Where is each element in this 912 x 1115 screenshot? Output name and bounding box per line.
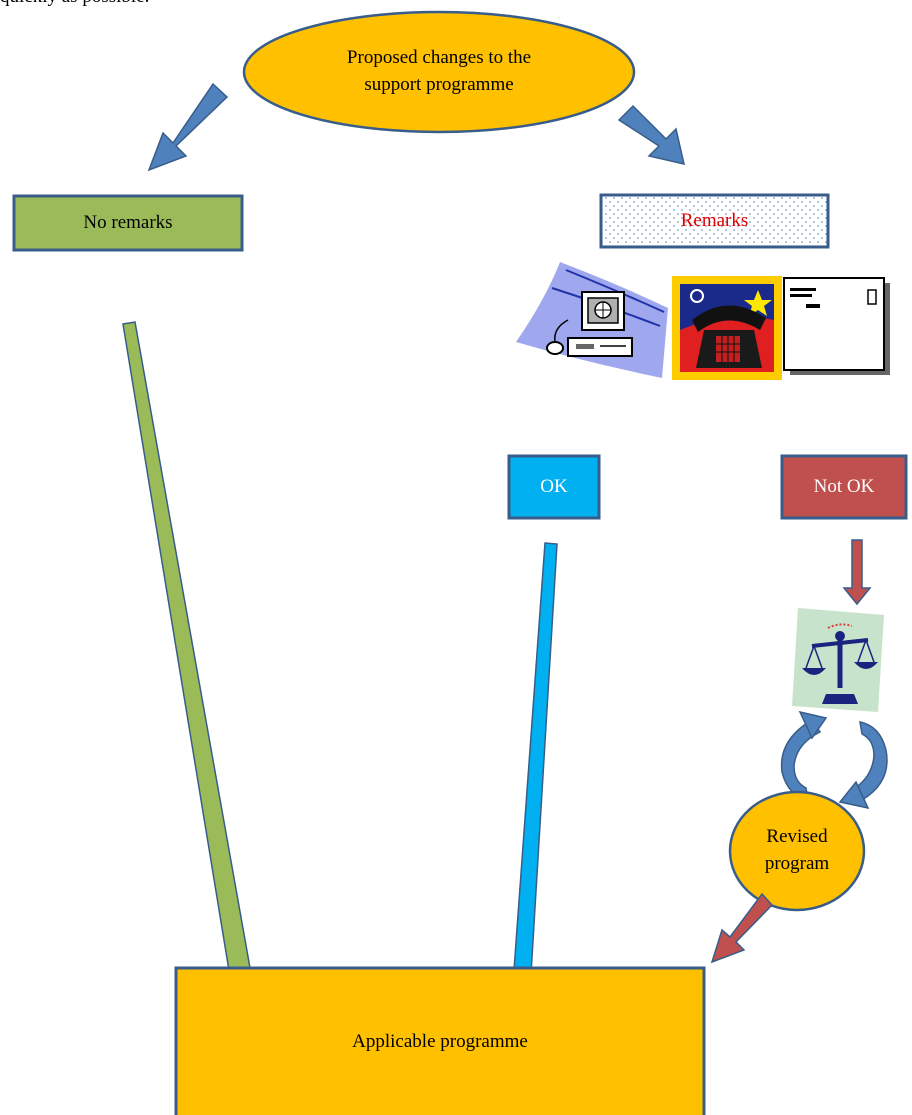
ok-box [507, 454, 601, 520]
proposed-changes-label: Proposed changes to the support programm… [244, 44, 634, 98]
ok-label: OK [540, 476, 568, 497]
arrow-to-no-remarks [147, 82, 229, 172]
computer-icon [516, 262, 668, 378]
scales-icon [792, 608, 884, 712]
not-ok-label: Not OK [813, 476, 875, 497]
cycle-arrows-icon [780, 710, 888, 810]
telephone-icon [672, 276, 782, 380]
top-partial-text: quickly as possible. [0, 0, 149, 8]
revised-program-line2: program [764, 853, 830, 874]
revised-program-line1: Revised [766, 826, 828, 847]
no-remarks-box [12, 194, 244, 252]
arrow-revised-to-applicable [710, 892, 774, 964]
not-ok-box [780, 454, 908, 520]
envelope-icon [783, 277, 890, 375]
proposed-changes-line1: Proposed changes to the [346, 47, 532, 68]
proposed-changes-node [242, 10, 636, 134]
revised-program-label: Revised program [731, 823, 863, 877]
arrow-not-ok-down [842, 539, 872, 606]
revised-program-node [728, 790, 866, 912]
applicable-programme-label: Applicable programme [352, 1030, 528, 1052]
proposed-changes-line2: support programme [364, 74, 514, 95]
remarks-label: Remarks [680, 210, 749, 231]
applicable-programme-box [174, 966, 706, 1115]
remarks-box [599, 193, 830, 249]
no-remarks-label: No remarks [83, 212, 173, 233]
arrow-to-remarks [617, 104, 685, 165]
